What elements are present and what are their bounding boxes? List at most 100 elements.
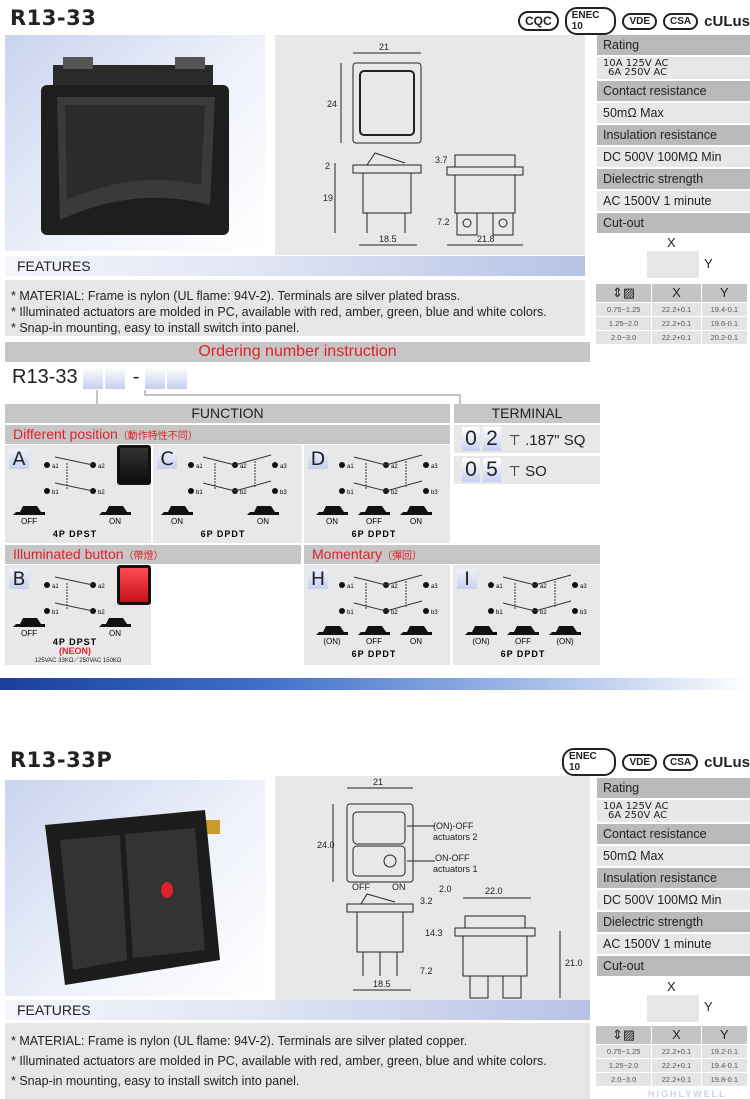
position-label: ON xyxy=(257,517,269,526)
contact-dot xyxy=(572,608,578,614)
features-header: FEATURES xyxy=(5,256,585,276)
rocker-position-icon xyxy=(247,506,279,515)
rocker-position-icon xyxy=(99,506,131,515)
cutout-cell: 1.25~2.0 xyxy=(596,317,652,330)
terminal-digit: 5 xyxy=(483,458,501,482)
quick-connect-terminal-icon: ⊤ xyxy=(508,432,521,448)
contact-label: b1 xyxy=(52,490,59,496)
cqc-logo: CQC xyxy=(518,11,559,31)
product-title: R13-33 xyxy=(10,6,97,30)
group-label-cn: （彈回） xyxy=(382,551,423,562)
dim-width: 21 xyxy=(373,777,383,787)
feature-item: * Illuminated actuators are molded in PC… xyxy=(11,305,547,319)
neon-resistor-note: 125VAC 33KΩ／250VAC 150KΩ xyxy=(34,658,122,664)
actuator-2-label: actuators 2 xyxy=(433,832,478,842)
rocker-position-icon xyxy=(13,506,45,515)
cutout-cell: 0.75~1.25 xyxy=(596,303,652,316)
contact-dot xyxy=(423,582,429,588)
product-photo xyxy=(5,780,265,996)
dim-terminal: 7.2 xyxy=(437,217,450,227)
rocker-position-icon xyxy=(316,626,348,635)
function-name: 4P DPST xyxy=(53,529,97,539)
contact-label: a2 xyxy=(391,464,398,470)
dim-side-depth: 21.0 xyxy=(565,958,583,968)
contact-dot xyxy=(423,462,429,468)
section-divider-band xyxy=(0,678,750,690)
features-list: * MATERIAL: Frame is nylon (UL flame: 94… xyxy=(5,280,585,336)
contact-dot xyxy=(188,488,194,494)
switch-blade xyxy=(54,456,94,466)
contact-label: a1 xyxy=(52,464,59,470)
function-name: 6P DPDT xyxy=(501,649,546,659)
contact-label: a3 xyxy=(431,584,438,590)
contact-label: b2 xyxy=(98,610,105,616)
contact-dot xyxy=(423,488,429,494)
function-name: 6P DPDT xyxy=(352,649,397,659)
switch-blade xyxy=(54,576,94,586)
cutout-cell: 22.2+0.1 xyxy=(652,1045,701,1058)
dimension-drawing: 21 24.0 3.2 2.0 14.3 7.2 18.5 22.0 21.0 … xyxy=(275,776,590,1000)
contact-label: a1 xyxy=(347,464,354,470)
switch-blade xyxy=(54,482,94,492)
cutout-y-label: Y xyxy=(704,999,713,1014)
enec-logo: ENEC 10 xyxy=(562,748,617,776)
group-momentary: Momentary（彈回） xyxy=(304,545,600,564)
product-photo xyxy=(5,35,265,251)
spec-value-insulation: DC 500V 100MΩ Min xyxy=(597,890,750,910)
technical-drawing: 21 24 2 19 18.5 3.7 7.2 21.8 xyxy=(323,42,524,246)
spec-value-insulation: DC 500V 100MΩ Min xyxy=(597,147,750,167)
dim-width: 21 xyxy=(379,42,389,52)
cutout-shape xyxy=(647,995,699,1022)
rating-line-1: 10A 125V AC xyxy=(603,58,669,69)
cutout-cell: 20.2-0.1 xyxy=(701,331,747,344)
contact-dot xyxy=(572,582,578,588)
feature-item: * Snap-in mounting, easy to install swit… xyxy=(11,321,300,335)
group-different-position: Different position（動作特性不同） xyxy=(5,425,450,444)
contact-dot xyxy=(488,608,494,614)
contact-label: a2 xyxy=(240,464,247,470)
cutout-cell: 19.8-0.1 xyxy=(701,1073,747,1086)
terminal-label: .187" SQ xyxy=(525,432,586,449)
switch-photo-thumb xyxy=(117,445,151,485)
contact-label: a2 xyxy=(98,464,105,470)
dim-terminal: 7.2 xyxy=(420,966,433,976)
spec-value-dielectric: AC 1500V 1 minute xyxy=(597,934,750,954)
contact-label: b2 xyxy=(98,490,105,496)
cutout-cell: 19.4-0.1 xyxy=(701,303,747,316)
position-label: ON xyxy=(171,517,183,526)
contact-dot xyxy=(339,462,345,468)
spec-value-contact: 50mΩ Max xyxy=(597,846,750,866)
contact-label: b3 xyxy=(580,610,587,616)
dim-height: 24.0 xyxy=(317,840,335,850)
group-label: Momentary xyxy=(312,546,383,562)
rocker-position-icon xyxy=(400,506,432,515)
contact-label: b2 xyxy=(540,610,547,616)
rocker-switch-image xyxy=(41,57,229,235)
actuator-2-mode: (ON)-OFF xyxy=(433,821,474,831)
spec-label-rating: Rating xyxy=(597,778,750,798)
position-label: ON xyxy=(326,517,338,526)
contact-dot xyxy=(44,488,50,494)
contact-label: a1 xyxy=(496,584,503,590)
function-letter: A xyxy=(9,449,29,469)
group-label-cn: （帶燈） xyxy=(123,551,164,562)
function-name: 4P DPST xyxy=(53,637,97,647)
contact-dot xyxy=(44,608,50,614)
dim-depth: 14.3 xyxy=(425,928,443,938)
rating-line-2: 6A 250V AC xyxy=(608,810,668,821)
